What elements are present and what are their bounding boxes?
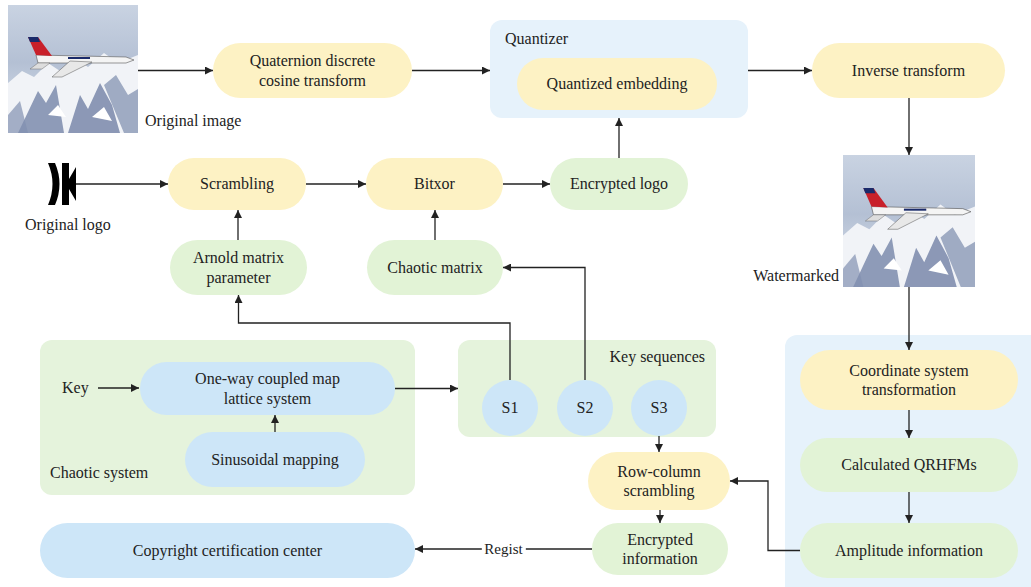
box-label: Scrambling <box>200 174 274 193</box>
key-circle: S1 <box>482 380 538 436</box>
connector-arrow <box>503 183 550 184</box>
connector-arrow <box>908 410 909 438</box>
box-label: Amplitude information <box>835 541 983 560</box>
box-label: Row-column scrambling <box>609 462 709 500</box>
key-circle: S3 <box>631 380 687 436</box>
process-box: Encrypted logo <box>550 158 688 210</box>
process-box: Coordinate system transformation <box>800 350 1018 410</box>
caption: Original logo <box>25 215 111 234</box>
pipeline-panel <box>785 335 1031 587</box>
panel-heading: Quantizer <box>505 29 568 48</box>
connector-arrow <box>306 183 366 184</box>
process-box: Encrypted information <box>592 523 728 575</box>
group-panel: QuantizerQuantized embedding <box>490 20 748 118</box>
panel-fill <box>40 340 415 495</box>
key-circle: S2 <box>557 380 613 436</box>
logo-symbol <box>48 163 76 205</box>
panel-fill <box>458 340 716 437</box>
box-label: Arnold matrix parameter <box>186 248 291 286</box>
process-box: Chaotic matrix <box>367 240 503 295</box>
connector-arrow <box>76 183 168 184</box>
box-label: S1 <box>502 398 519 417</box>
logo-node: Original logo <box>48 163 76 205</box>
process-box: Calculated QRHFMs <box>800 438 1018 492</box>
process-box: Bitxor <box>366 158 503 210</box>
process-box: Quaternion discrete cosine transform <box>213 43 412 98</box>
photo-illustration <box>8 5 138 133</box>
image-node: Watermarked <box>843 155 975 287</box>
box-label: Bitxor <box>414 174 455 193</box>
photo-illustration <box>843 155 975 287</box>
box-label: Inverse transform <box>852 61 965 80</box>
panel-heading: Chaotic system <box>50 463 148 482</box>
box-label: Encrypted information <box>613 530 708 568</box>
input-label: Key <box>62 378 89 397</box>
photo-illustration <box>843 155 975 287</box>
logo-symbol <box>48 163 76 205</box>
connector-arrow <box>274 415 275 432</box>
process-box: Row-column scrambling <box>588 452 730 510</box>
box-label: One-way coupled map lattice system <box>183 369 353 407</box>
connector-arrow <box>908 98 909 155</box>
image-node: Original image <box>8 5 138 133</box>
connector-arrow <box>659 510 660 523</box>
box-label: Quantized embedding <box>547 74 688 93</box>
process-box: Inverse transform <box>812 43 1005 98</box>
caption: Watermarked <box>753 266 839 285</box>
connector-arrow <box>748 70 812 71</box>
connector-arrow <box>730 481 800 551</box>
box-label: Calculated QRHFMs <box>841 455 977 474</box>
connector-arrow <box>237 210 238 240</box>
box-label: Encrypted logo <box>570 174 668 193</box>
box-label: Sinusoidal mapping <box>211 450 339 469</box>
box-label: S2 <box>577 398 594 417</box>
process-box: Sinusoidal mapping <box>185 432 365 487</box>
process-box: One-way coupled map lattice system <box>140 362 395 415</box>
process-box: Scrambling <box>168 158 306 210</box>
group-panel: Chaotic system One-way coupled map lattic… <box>40 340 415 495</box>
connector-arrow <box>618 118 619 158</box>
box-label: S3 <box>651 398 668 417</box>
box-label: Chaotic matrix <box>387 258 483 277</box>
connector-arrow <box>908 287 909 350</box>
connector-arrow <box>908 492 909 523</box>
process-box: Arnold matrix parameter <box>170 240 307 295</box>
connector-arrow <box>395 388 458 389</box>
box-label: Coordinate system transformation <box>834 361 984 399</box>
photo-illustration <box>8 5 138 133</box>
caption: Original image <box>145 111 241 130</box>
box-label: Quaternion discrete cosine transform <box>238 51 388 89</box>
key-arrow <box>98 387 139 388</box>
process-box: Quantized embedding <box>517 58 717 110</box>
group-panel: Key sequencesS1 S2 S3 <box>458 340 716 437</box>
edge-label: Regist <box>481 540 525 558</box>
connector-arrow <box>503 268 585 381</box>
panel-fill <box>490 20 748 118</box>
connector-arrow <box>412 70 490 71</box>
box-label: Copyright certification center <box>133 541 322 560</box>
process-box: Amplitude information <box>800 523 1018 578</box>
panel-heading: Key sequences <box>609 347 705 366</box>
connector-arrow <box>434 210 435 240</box>
connector-arrow <box>138 70 213 71</box>
process-box: Copyright certification center <box>40 523 415 578</box>
connector-arrow <box>658 436 659 452</box>
